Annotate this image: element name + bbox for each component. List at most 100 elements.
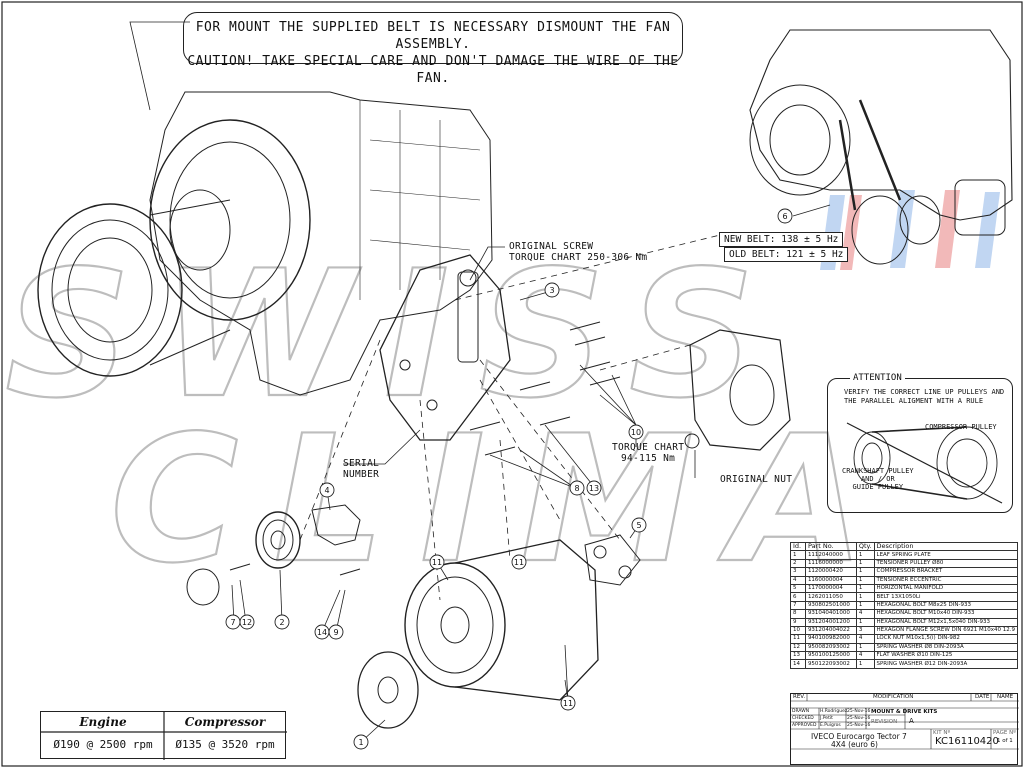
part-qty: 1 (855, 575, 875, 585)
part-description: HEXAGON FLANGE SCREW DIN 6921 M10x40 12.… (873, 625, 1018, 636)
balloon-2 (274, 614, 290, 630)
tb-rev: REV. (793, 694, 806, 700)
part-description: HEXAGONAL BOLT M12x1,5x040 DIN-933 (873, 617, 1018, 627)
part-number: 1112040000 (804, 550, 857, 560)
horizontal-manifold (689, 329, 791, 451)
caution-note: FOR MOUNT THE SUPPLIED BELT IS NECESSARY… (183, 12, 683, 86)
part-number: 950082093002 (804, 642, 857, 653)
spec-compressor-label: Compressor (184, 715, 266, 729)
balloon-11c-label: 11 (563, 699, 573, 708)
part-description: HEXAGONAL BOLT M10x40 DIN-933 (873, 609, 1018, 619)
compressor-pulley-label: COMPRESSOR PULLEY (925, 423, 997, 431)
tb-revision-label: REVISION (871, 719, 898, 725)
part-id: 4 (790, 575, 806, 585)
torque-chart-value: 94-115 Nm (621, 453, 676, 464)
caution-note-line2: CAUTION! TAKE SPECIAL CARE AND DON'T DAM… (187, 54, 679, 86)
balloon-8-label: 8 (574, 484, 579, 493)
balloon-12-label: 12 (242, 618, 252, 627)
part-qty: 4 (855, 634, 875, 644)
tb-kit-label: KIT Nº (933, 730, 951, 736)
parts-table-header: Id. Part No. Qty. Description (790, 541, 1018, 552)
balloon-10-label: 10 (631, 428, 641, 437)
serial-label-2: NUMBER (343, 469, 380, 480)
tb-revision: A (909, 717, 914, 725)
spec-engine-label: Engine (79, 715, 127, 729)
original-screw-callout: ORIGINAL SCREW TORQUE CHART 250-306 Nm (509, 241, 647, 263)
torque-chart-label: TORQUE CHART (612, 442, 685, 453)
serial-label-1: SERIAL (343, 458, 380, 469)
balloon-11b (511, 554, 527, 570)
installed-view-belt (838, 99, 902, 211)
part-qty: 4 (855, 609, 875, 619)
title-block: REV. MODIFICATION DATE NAME DRAWN H.Rodr… (790, 693, 1019, 765)
part-id: 14 (790, 659, 806, 669)
part-id: 13 (790, 651, 806, 661)
part-description: TENSIONER PULLEY Ø80 (873, 558, 1018, 569)
tensioner-pulley (255, 511, 301, 569)
tb-kit: KC16110420 (935, 736, 999, 747)
part-description: COMPRESSOR BRACKET (873, 567, 1018, 577)
installed-view-pulley (851, 195, 909, 265)
part-id: 1 (790, 550, 806, 560)
balloon-11c (560, 695, 576, 711)
tb-dept: MOUNT & DRIVE KITS (871, 709, 938, 715)
part-number: 950122093002 (804, 659, 857, 669)
installed-view-engine (749, 29, 1013, 221)
header-description: Description (873, 541, 1018, 552)
part-id: 3 (790, 567, 806, 577)
attention-text: VERIFY THE CORRECT LINE UP PULLEYS AND T… (844, 388, 1005, 405)
tb-drawn-label: DRAWN (792, 709, 810, 714)
balloon-4-label: 4 (324, 486, 329, 495)
part-id: 10 (790, 625, 806, 636)
part-description: LOCK NUT M10x1,5(i) DIN-982 (873, 634, 1018, 644)
clutch-plate (357, 651, 419, 729)
balloon-13-label: 13 (589, 484, 599, 493)
part-description: FLAT WASHER Ø10 DIN-125 (873, 651, 1018, 661)
tb-vehicle-2: 4X4 (euro 6) (831, 740, 878, 749)
header-part-no: Part No. (804, 541, 857, 552)
pulley-alignment-sketch (846, 422, 1003, 504)
crankshaft-pulley-label: CRANKSHAFT PULLEY AND / OR GUIDE PULLEY (842, 467, 914, 491)
attention-title: ATTENTION (850, 373, 905, 383)
tb-name: NAME (997, 694, 1014, 700)
part-number: 950100125000 (804, 651, 857, 661)
part-number: 931204004022 (804, 625, 857, 636)
spec-engine-value: Ø190 @ 2500 rpm (53, 738, 153, 751)
part-qty: 1 (855, 583, 875, 594)
attention-box (827, 378, 1013, 513)
part-id: 6 (790, 592, 806, 602)
header-qty: Qty. (855, 541, 875, 552)
original-screw-label: ORIGINAL SCREW (509, 241, 594, 252)
balloon-9-label: 9 (333, 628, 338, 637)
part-number: 1120000420 (804, 567, 857, 577)
balloon-8 (569, 480, 585, 496)
crankshaft-label-3: GUIDE PULLEY (852, 483, 904, 491)
part-qty: 1 (855, 617, 875, 627)
balloon-2-label: 2 (279, 618, 284, 627)
balloon-10 (628, 424, 644, 440)
balloon-14-label: 14 (317, 628, 327, 637)
part-description: BELT 13X1050Li (873, 592, 1018, 602)
leaf-spring-plate (186, 568, 220, 606)
tb-modification: MODIFICATION (873, 694, 914, 700)
tensioner-eccentric (311, 504, 361, 546)
part-description: SPRING WASHER Ø8 DIN-2093A (873, 642, 1018, 653)
watermark-text-swiss: SWISS (5, 234, 785, 437)
tb-drawn-by: H.Rodriguez (820, 709, 848, 714)
tb-drawn-date: 25-Nov-16 (847, 709, 871, 714)
part-qty: 3 (855, 625, 875, 636)
part-description: TENSIONER ECCENTRIC (873, 575, 1018, 585)
balloon-7-label: 7 (230, 618, 235, 627)
old-belt-frequency: OLD BELT: 121 ± 5 Hz (724, 247, 849, 262)
